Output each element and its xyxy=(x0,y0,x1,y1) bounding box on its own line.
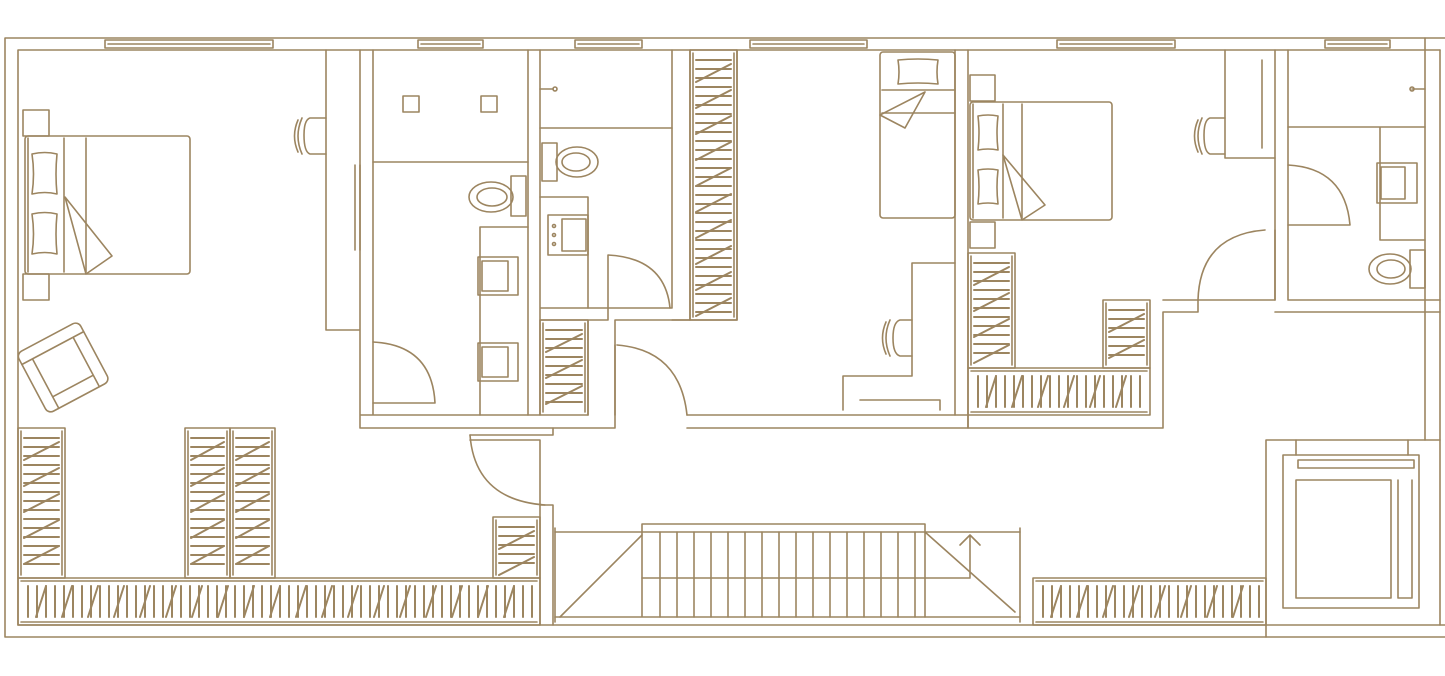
wardrobe-icon xyxy=(229,427,276,579)
wardrobe-icon xyxy=(539,319,589,416)
wardrobes xyxy=(17,49,1267,626)
wardrobe-icon xyxy=(17,577,541,626)
wardrobe-icon xyxy=(1102,299,1151,369)
sink-icon xyxy=(539,196,589,309)
bathroom-fixtures xyxy=(1287,86,1426,289)
sink-icon xyxy=(477,226,529,416)
bed-icon xyxy=(22,109,191,301)
wardrobe-icon xyxy=(17,427,66,579)
chair-icon xyxy=(1193,117,1226,155)
elevator-icon xyxy=(1282,439,1420,609)
wardrobe-icon xyxy=(184,427,231,579)
toilet-icon xyxy=(541,142,599,182)
chair-icon xyxy=(293,117,327,155)
armchair-icon xyxy=(17,322,109,413)
stairs-icon xyxy=(554,523,1021,618)
wardrobe-icon xyxy=(967,252,1016,369)
bed-icon xyxy=(969,74,1113,249)
wardrobe-icon xyxy=(1032,577,1267,626)
desk-icon xyxy=(842,262,956,411)
shower-icon xyxy=(539,86,673,129)
bed-icon xyxy=(879,51,956,219)
toilet-icon xyxy=(468,175,527,217)
windows xyxy=(104,39,1391,49)
door-swing-icon xyxy=(372,164,1351,506)
wardrobe-icon xyxy=(492,516,541,579)
outer-walls xyxy=(4,37,1445,638)
bathtub-icon xyxy=(372,95,529,163)
wardrobe-icon xyxy=(967,367,1151,416)
wardrobe-icon xyxy=(689,49,738,321)
